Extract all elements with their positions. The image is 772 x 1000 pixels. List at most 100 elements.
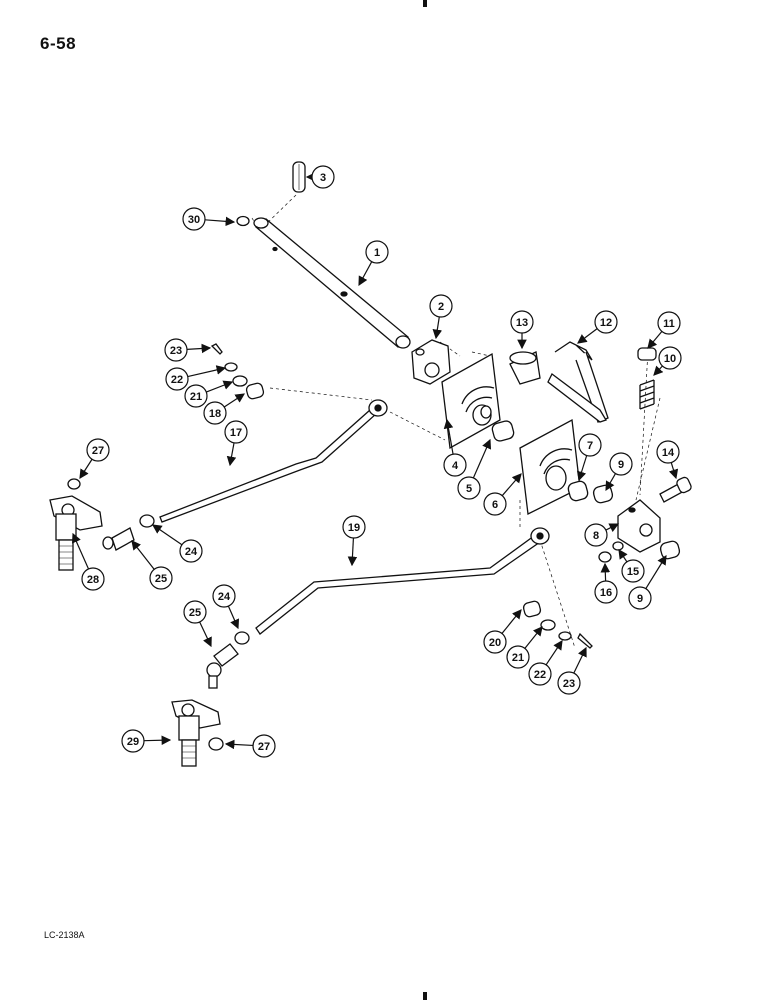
callout-circle-24 [212,584,236,608]
callout-circle-29 [121,729,145,753]
bracket-28 [49,495,103,571]
callout-leader-25 [199,621,212,648]
callout-label-6: 6 [492,499,498,511]
callout-label-27: 27 [258,741,270,753]
callout-circle-23 [164,338,188,362]
knob-13 [509,351,541,385]
figure-code: LC-2138A [44,930,85,940]
bolt-14 [659,476,692,503]
callout-label-14: 14 [662,447,675,459]
callout-leader-29 [143,735,172,746]
callout-leader-22 [545,640,563,666]
callout-leader-17 [226,442,237,467]
callout-circle-18 [203,401,227,425]
callout-leader-27 [224,739,254,750]
rod-19 [255,527,550,635]
callout-leader-10 [653,365,664,376]
shaft-1 [253,217,411,349]
callout-circle-14 [656,440,680,464]
callout-label-5: 5 [466,483,472,495]
callout-circle-1 [365,240,389,264]
callout-circle-5 [457,476,481,500]
callout-label-13: 13 [516,317,528,329]
callout-label-25: 25 [155,573,167,585]
callout-label-25: 25 [189,607,201,619]
callout-label-17: 17 [230,427,242,439]
callout-leader-16 [600,562,611,582]
callout-leader-30 [204,216,236,227]
callout-circle-16 [594,580,618,604]
pin-3 [292,161,306,193]
callout-leader-18 [223,393,246,408]
callout-circle-23 [557,671,581,695]
callout-leader-1 [358,261,373,287]
callout-leader-5 [472,438,492,479]
callout-circle-27 [252,734,276,758]
callout-circle-11 [657,311,681,335]
rod-17 [159,399,388,523]
bracket-2 [411,339,451,385]
callout-label-1: 1 [374,247,380,259]
callout-leader-9 [645,554,667,589]
callout-leader-9 [605,473,617,492]
callout-label-11: 11 [663,318,675,330]
callout-label-7: 7 [587,440,593,452]
callout-label-22: 22 [171,374,183,386]
callout-label-16: 16 [600,587,612,599]
callout-circle-3 [311,165,335,189]
callout-label-22: 22 [534,669,546,681]
callout-label-19: 19 [348,522,360,534]
callout-label-30: 30 [188,214,200,226]
callout-circle-22 [528,662,552,686]
callout-circle-9 [628,586,652,610]
callout-leader-7 [576,455,588,482]
callout-leader-2 [432,316,443,340]
callout-circle-15 [621,559,645,583]
callout-leader-21 [206,380,234,393]
callout-leader-11 [647,331,663,349]
callout-leader-21 [524,626,543,649]
callout-label-21: 21 [512,652,524,664]
block-8 [617,499,661,553]
callout-circle-8 [584,523,608,547]
callout-leader-4 [443,418,454,455]
callout-circle-10 [658,346,682,370]
callout-label-20: 20 [489,637,501,649]
callout-leader-19 [347,537,358,567]
callout-label-29: 29 [127,736,139,748]
callout-leader-6 [501,473,522,497]
callout-circle-24 [179,539,203,563]
callout-circle-7 [578,433,602,457]
callout-leader-20 [501,609,522,634]
callout-label-9: 9 [618,459,624,471]
callout-leader-12 [577,328,598,344]
callout-leader-27 [79,458,93,480]
callout-circle-6 [483,492,507,516]
callout-circle-25 [183,600,207,624]
callout-label-9: 9 [637,593,643,605]
callout-circle-17 [224,420,248,444]
callout-circle-9 [609,452,633,476]
callout-circle-13 [510,310,534,334]
callout-circle-30 [182,207,206,231]
callout-label-12: 12 [600,317,612,329]
callout-circle-4 [443,453,467,477]
plate-6 [519,418,581,515]
callout-label-18: 18 [209,408,221,420]
callout-label-23: 23 [563,678,575,690]
callout-label-24: 24 [185,546,198,558]
callout-label-2: 2 [438,301,444,313]
callout-circle-21 [184,384,208,408]
callout-label-10: 10 [664,353,676,365]
bushing-5 [491,420,515,442]
page-number: 6-58 [40,34,77,53]
lever-12 [547,341,609,423]
callout-circle-21 [506,645,530,669]
callout-label-27: 27 [92,445,104,457]
callout-label-4: 4 [452,460,459,472]
callout-circle-25 [149,566,173,590]
plate-4 [441,352,501,450]
callout-circle-19 [342,515,366,539]
callout-label-21: 21 [190,391,202,403]
callout-leader-15 [618,549,628,563]
